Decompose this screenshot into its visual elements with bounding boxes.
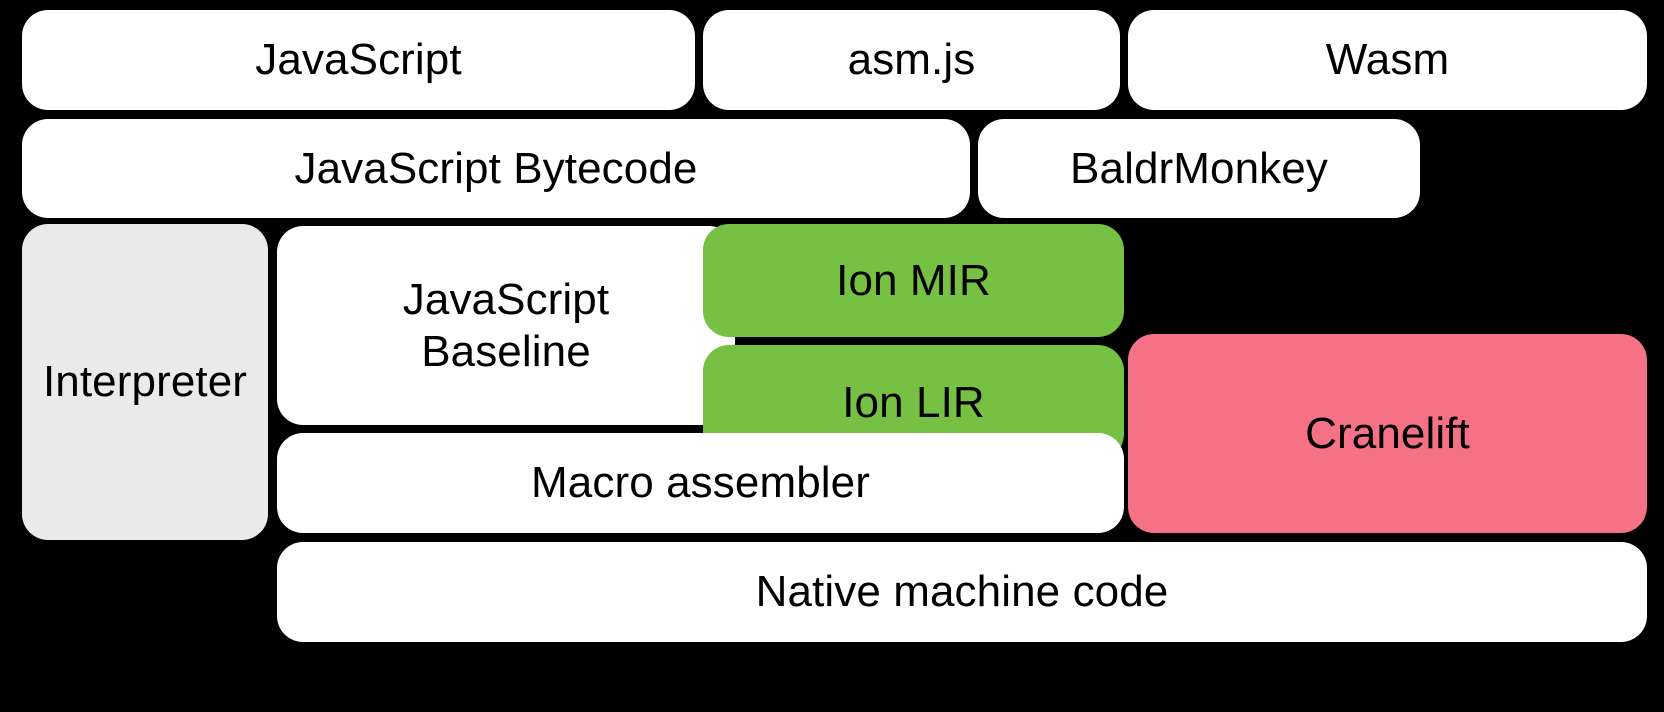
node-interpreter: Interpreter (22, 224, 268, 540)
node-javascript-baseline: JavaScript Baseline (277, 226, 735, 425)
node-javascript: JavaScript (22, 10, 695, 110)
node-javascript-bytecode: JavaScript Bytecode (22, 119, 970, 218)
node-baldrmonkey: BaldrMonkey (978, 119, 1420, 218)
node-cranelift: Cranelift (1128, 334, 1647, 533)
node-macro-assembler: Macro assembler (277, 433, 1124, 533)
node-ion-mir: Ion MIR (703, 224, 1124, 337)
node-native-machine-code: Native machine code (277, 542, 1647, 642)
node-asmjs: asm.js (703, 10, 1120, 110)
node-wasm: Wasm (1128, 10, 1647, 110)
